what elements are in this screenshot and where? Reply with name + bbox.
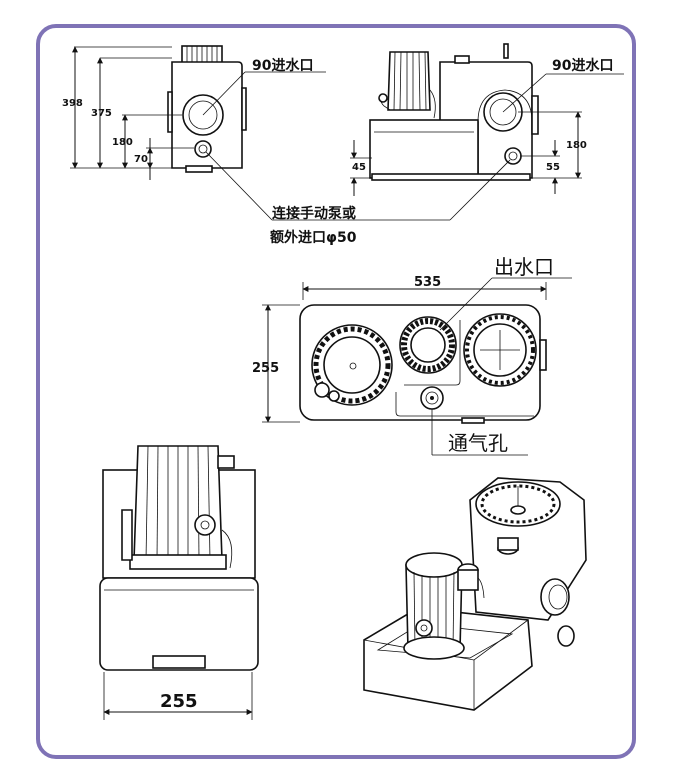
dim-398: 398 xyxy=(62,98,83,109)
dim-255-top: 255 xyxy=(252,361,279,376)
dim-45: 45 xyxy=(352,162,366,173)
aux-inlet-side xyxy=(504,147,522,165)
dim-55: 55 xyxy=(546,162,560,173)
label-manual-pump-2: 额外进口φ50 xyxy=(270,229,357,246)
dim-255-side: 255 xyxy=(160,691,198,712)
dim-180-front: 180 xyxy=(112,137,133,148)
dim-70: 70 xyxy=(134,154,148,165)
isometric-view xyxy=(363,477,587,711)
label-vent: 通气孔 xyxy=(448,431,508,455)
dim-375: 375 xyxy=(91,108,112,119)
end-view xyxy=(99,445,259,720)
side-view xyxy=(272,43,624,221)
label-manual-pump-1: 连接手动泵或 xyxy=(272,205,356,222)
label-inlet-90-right: 90进水口 xyxy=(552,57,613,74)
front-view xyxy=(70,45,326,221)
top-view xyxy=(262,277,572,456)
dim-180-side: 180 xyxy=(566,140,587,151)
dim-535: 535 xyxy=(414,275,441,290)
label-inlet-90-left: 90进水口 xyxy=(252,57,313,74)
label-outlet: 出水口 xyxy=(494,255,554,279)
